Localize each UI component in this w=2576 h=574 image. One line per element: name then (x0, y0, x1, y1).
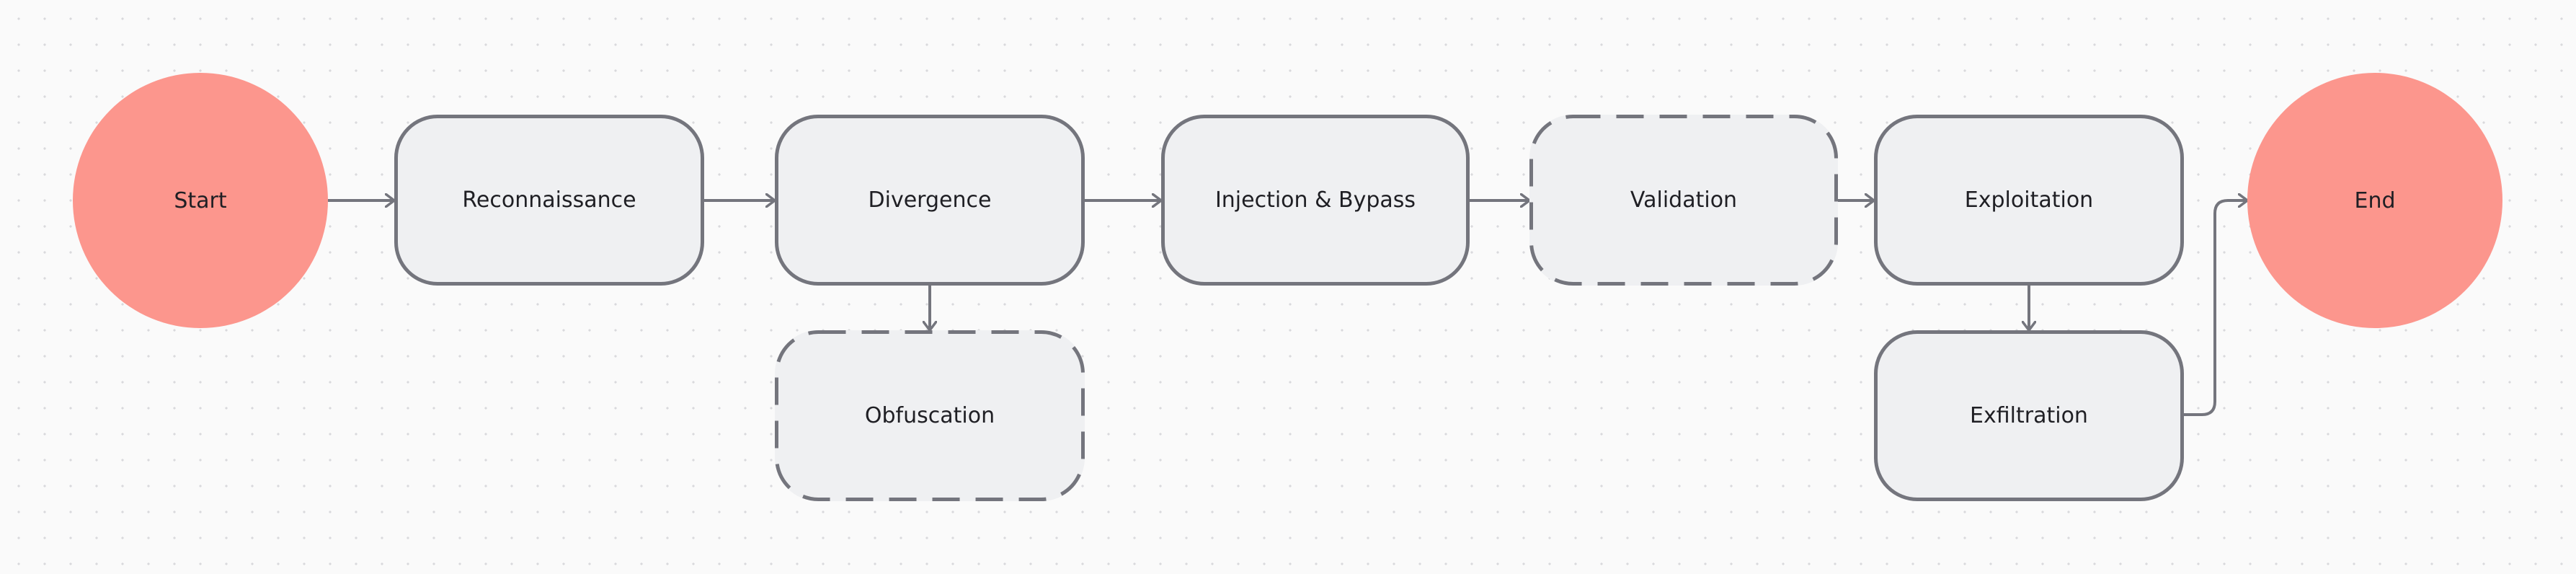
exfiltration-node[interactable]: Exfiltration (1874, 330, 2184, 501)
injection-bypass-node[interactable]: Injection & Bypass (1161, 115, 1470, 286)
edge-exfiltration-end (2184, 200, 2247, 416)
dashed-border (1529, 115, 1838, 286)
injection-bypass-label: Injection & Bypass (1214, 187, 1416, 213)
exfiltration-label: Exfiltration (1970, 403, 2088, 428)
obfuscation-label: Obfuscation (864, 403, 995, 428)
validation-label: Validation (1630, 187, 1738, 213)
obfuscation-node[interactable]: Obfuscation (775, 330, 1085, 501)
reconnaissance-node[interactable]: Reconnaissance (394, 115, 704, 286)
exploitation-label: Exploitation (1964, 187, 2094, 213)
dashed-border (775, 330, 1085, 501)
end-node[interactable]: End (2247, 73, 2502, 328)
start-node[interactable]: Start (73, 73, 328, 328)
reconnaissance-label: Reconnaissance (462, 187, 636, 213)
divergence-label: Divergence (868, 187, 992, 213)
start-label: Start (174, 187, 227, 213)
exploitation-node[interactable]: Exploitation (1874, 115, 2184, 286)
end-label: End (2354, 187, 2396, 213)
divergence-node[interactable]: Divergence (775, 115, 1085, 286)
validation-node[interactable]: Validation (1529, 115, 1838, 286)
